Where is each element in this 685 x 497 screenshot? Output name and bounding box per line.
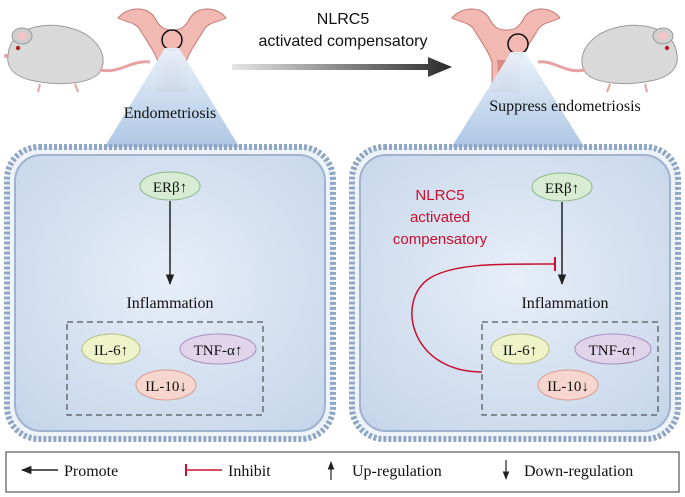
right-marker-group xyxy=(481,321,659,416)
left-cell xyxy=(4,144,336,442)
right-cell xyxy=(349,144,681,442)
right-il6-label: IL-6↑ xyxy=(503,343,537,359)
legend-promote-label: Promote xyxy=(64,463,118,480)
right-inhibitor-label-line1: NLRC5 xyxy=(415,187,464,204)
right-il10-label: IL-10↓ xyxy=(547,379,589,395)
left-erb-label: ERβ↑ xyxy=(153,180,187,196)
left-panel-title: Endometriosis xyxy=(124,105,216,122)
left-marker-group xyxy=(66,321,264,416)
right-panel-title: Suppress endometriosis xyxy=(489,98,641,115)
left-il6-label: IL-6↑ xyxy=(94,343,128,359)
right-tnf-node xyxy=(574,333,652,365)
right-erb-label: ERβ↑ xyxy=(545,181,579,197)
left-il6-node xyxy=(81,333,141,365)
left-tnf-node xyxy=(179,333,257,365)
left-inflammation-label: Inflammation xyxy=(126,295,213,312)
left-mouse-illustration xyxy=(4,24,151,93)
right-il6-node xyxy=(490,333,550,365)
right-inhibitor-label-line2: activated xyxy=(410,209,470,226)
right-tnf-label: TNF-α↑ xyxy=(589,343,638,359)
top-arrow-label-line1: NLRC5 xyxy=(317,11,370,28)
right-inflammation-label: Inflammation xyxy=(521,295,608,312)
legend-up-label: Up-regulation xyxy=(352,463,442,480)
right-il10-node xyxy=(537,369,599,401)
right-inhibit-curve xyxy=(411,263,556,373)
right-mouse-illustration xyxy=(537,24,678,93)
left-il10-node xyxy=(135,369,197,401)
left-erb-node xyxy=(139,171,201,201)
right-inhibitor-label-line3: compensatory xyxy=(393,231,488,248)
left-zoom-beam xyxy=(104,48,240,148)
right-erb-node xyxy=(531,172,593,202)
left-il10-label: IL-10↓ xyxy=(145,379,187,395)
top-arrow-label-line2: activated compensatory xyxy=(259,33,428,50)
legend-inhibit-label: Inhibit xyxy=(228,463,271,480)
top-transition-arrow xyxy=(232,57,452,77)
legend-down-label: Down-regulation xyxy=(524,463,633,480)
left-tnf-label: TNF-α↑ xyxy=(194,343,243,359)
legend-box xyxy=(5,451,680,493)
right-zoom-beam xyxy=(451,52,585,148)
